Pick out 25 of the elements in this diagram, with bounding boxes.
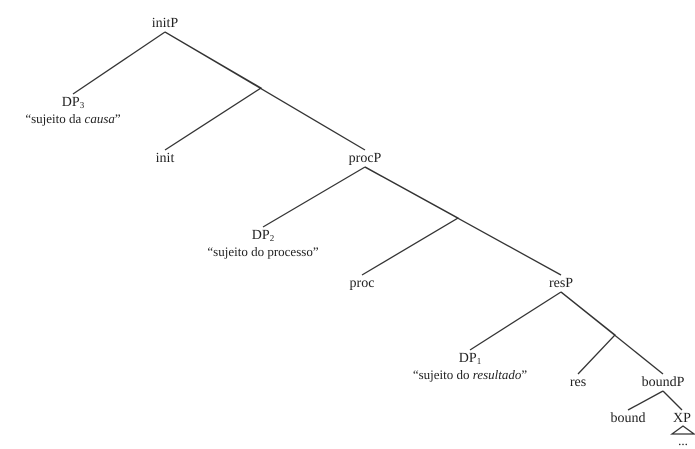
tree-branch [164, 31, 262, 151]
category-label: bound [610, 411, 646, 426]
tree-branch [628, 390, 664, 411]
category-label: boundP [642, 375, 684, 390]
tree-branch [364, 166, 562, 276]
tree-branch [662, 390, 682, 410]
gloss-text: “sujeito da causa” [25, 111, 121, 127]
category-label: DP$_{1}$ [458, 351, 482, 366]
tree-branch [72, 31, 166, 95]
category-label: res [570, 375, 586, 390]
category-label: proc [350, 276, 374, 291]
gloss-text: “sujeito do processo” [207, 244, 319, 260]
ellipsis-text: ... [678, 433, 688, 449]
gloss-text: “sujeito do resultado” [412, 367, 528, 383]
tree-branch [470, 291, 562, 351]
category-label: init [156, 151, 174, 166]
tree-branch [262, 166, 366, 228]
category-label: resP [548, 276, 574, 291]
category-label: initP [152, 16, 178, 31]
tree-branch [560, 292, 664, 374]
category-label: DP$_{3}$ [62, 95, 84, 110]
category-label: DP$_{2}$ [252, 228, 274, 243]
category-label: XP [673, 411, 691, 426]
category-label: procP [348, 151, 382, 166]
tree-branch [164, 31, 366, 151]
